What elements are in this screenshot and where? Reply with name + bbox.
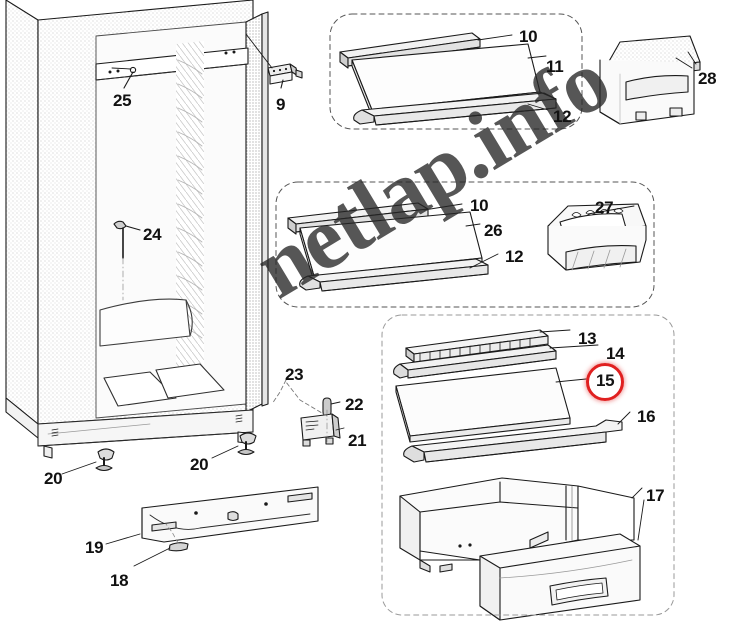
part-24-sensor — [113, 220, 141, 301]
callout-10-top[interactable]: 10 — [519, 27, 538, 46]
callout-16[interactable]: 16 — [637, 407, 656, 426]
part-20-leveling-foot-left — [61, 448, 115, 475]
callout-12-top[interactable]: 12 — [553, 107, 572, 126]
part-28-dairy-bin — [599, 35, 701, 125]
part-25-support — [111, 66, 137, 89]
callout-15-highlighted[interactable]: 15 — [596, 371, 615, 390]
part-20-leveling-foot-right — [211, 432, 257, 459]
callout-23[interactable]: 23 — [285, 365, 304, 384]
callout-17[interactable]: 17 — [646, 486, 665, 505]
callout-10-mid[interactable]: 10 — [470, 196, 489, 215]
callout-25[interactable]: 25 — [113, 91, 132, 110]
cabinet-body — [5, 0, 269, 459]
part-17-crisper-drawer — [399, 477, 645, 621]
panel-bottom-contents — [393, 329, 645, 621]
callout-9[interactable]: 9 — [276, 95, 286, 114]
panel-border-top — [329, 13, 583, 130]
callout-20-left[interactable]: 20 — [44, 469, 63, 488]
callout-21[interactable]: 21 — [348, 431, 367, 450]
panel-border-bottom — [381, 314, 675, 616]
part-21-hinge — [285, 381, 345, 447]
callout-28[interactable]: 28 — [698, 69, 717, 88]
panel-top-contents — [339, 32, 557, 126]
callout-22[interactable]: 22 — [345, 395, 364, 414]
callout-27[interactable]: 27 — [595, 198, 614, 217]
callout-11[interactable]: 11 — [546, 57, 564, 76]
panel-border-mid — [275, 181, 655, 308]
part-27-egg-tray — [547, 203, 647, 271]
callout-12-mid[interactable]: 12 — [505, 247, 524, 266]
callout-26[interactable]: 26 — [484, 221, 503, 240]
part-22-pin — [322, 397, 341, 417]
callout-14[interactable]: 14 — [606, 344, 625, 363]
part-19-base-grille — [105, 486, 319, 545]
callout-19[interactable]: 19 — [85, 538, 104, 557]
part-18-clip — [133, 523, 189, 567]
part-23-leader — [271, 379, 287, 405]
callout-18[interactable]: 18 — [110, 571, 129, 590]
callout-24[interactable]: 24 — [143, 225, 162, 244]
part-9-hinge-bracket — [245, 33, 303, 89]
callout-20-right[interactable]: 20 — [190, 455, 209, 474]
panel-mid-contents — [287, 202, 499, 292]
callout-13[interactable]: 13 — [578, 329, 597, 348]
